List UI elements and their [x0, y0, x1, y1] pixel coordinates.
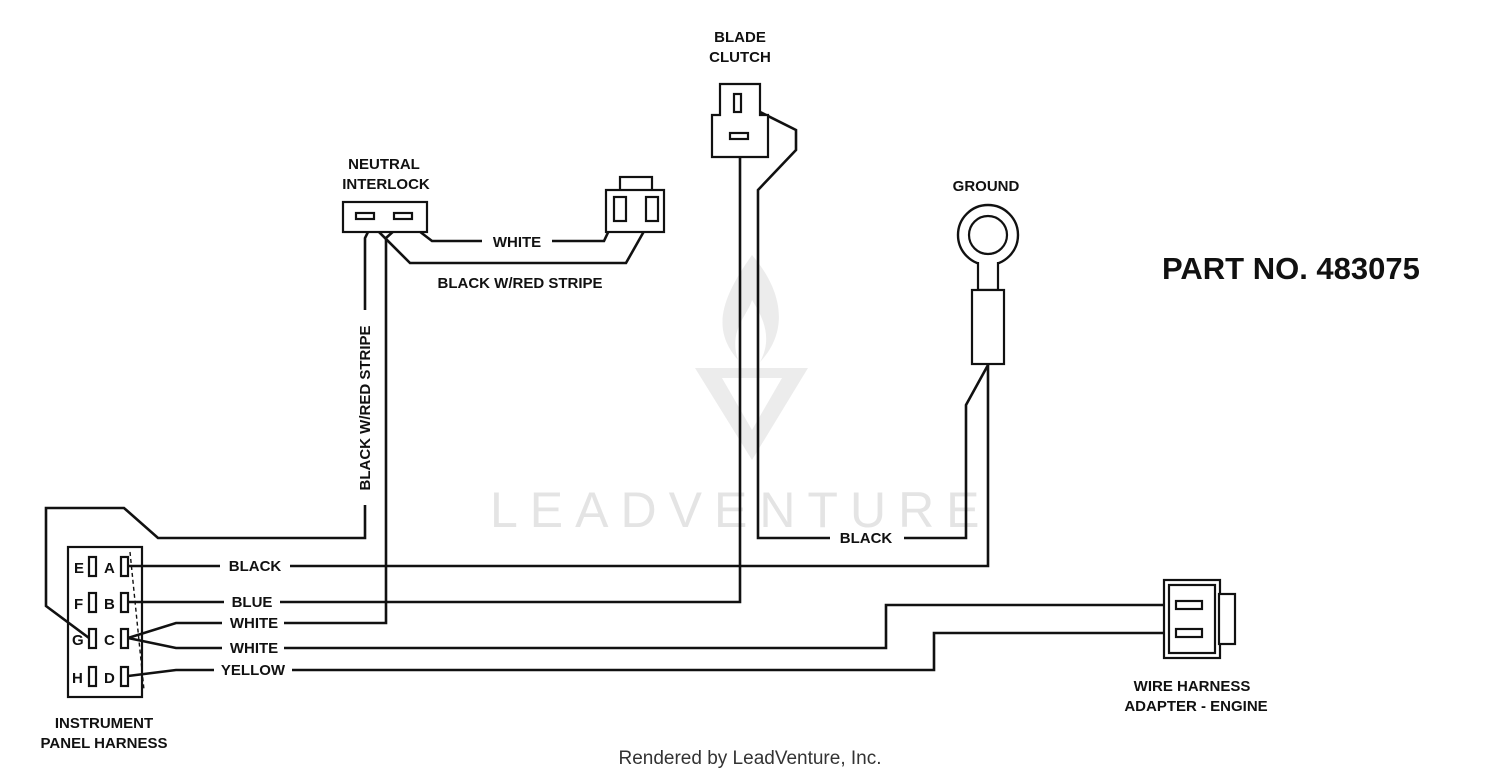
pin-label-e: E [74, 560, 84, 577]
connector-dashed-link [129, 551, 145, 691]
pin-slot-a [119, 555, 130, 578]
clutch-terminal-2 [728, 131, 750, 141]
wire-g-black-red [44, 505, 367, 640]
pin-slot-c [119, 627, 130, 650]
wire-label-interlock-black-red: BLACK W/RED STRIPE [438, 275, 603, 292]
wire-label-white-2: WHITE [230, 640, 278, 657]
wire-d-yellow-left [127, 668, 214, 678]
pin-slot-d [119, 665, 130, 688]
ground-sleeve [970, 288, 1006, 366]
pin-label-a: A [104, 560, 115, 577]
wire-a-black-right [290, 365, 990, 568]
pin-slot-b [119, 591, 130, 614]
wire-c-white-1-right [284, 219, 407, 625]
engine-adapter-connector [1162, 578, 1237, 660]
pin-label-f: F [74, 596, 83, 613]
engine-adapter-label-line2: ADAPTER - ENGINE [1124, 698, 1267, 715]
pin-label-g: G [72, 632, 84, 649]
wires [44, 100, 1176, 678]
adapter-terminal-1 [1174, 599, 1204, 611]
wire-label-white-1: WHITE [230, 615, 278, 632]
pin-label-d: D [104, 670, 115, 687]
connector-body [66, 545, 144, 699]
neutral-interlock-label-line1: NEUTRAL [348, 156, 420, 173]
pin-label-c: C [104, 632, 115, 649]
interlock-plug [604, 175, 666, 234]
wire-label-blue: BLUE [232, 594, 273, 611]
pin-slot-e [87, 555, 98, 578]
wire-clutch-black-right [904, 364, 990, 540]
clutch-body [710, 82, 770, 159]
wire-c-white-2-left [127, 636, 222, 650]
pin-slot-f [87, 591, 98, 614]
wire-clutch-black-left [739, 100, 830, 540]
instrument-panel-label-line1: INSTRUMENT [55, 715, 153, 732]
pin-slot-h [87, 665, 98, 688]
adapter-inner [1167, 583, 1217, 655]
ground-ring-inner [967, 214, 1009, 256]
plug-socket-1 [612, 195, 628, 223]
wire-c-white-2-right [284, 603, 1176, 650]
instrument-panel-label-line2: PANEL HARNESS [41, 735, 168, 752]
wire-label-black: BLACK [229, 558, 282, 575]
watermark-v-icon [695, 368, 808, 460]
part-number: PART NO. 483075 [1162, 251, 1420, 286]
instrument-panel-connector: E F G H A B C D [66, 545, 145, 699]
pin-label-b: B [104, 596, 115, 613]
footer-credit: Rendered by LeadVenture, Inc. [618, 748, 881, 769]
engine-adapter-label-line1: WIRE HARNESS [1134, 678, 1251, 695]
plug-tab [618, 175, 654, 193]
wire-vertical-black-red-upper [363, 223, 374, 310]
clutch-terminal-1 [732, 92, 743, 114]
watermark-text: LEADVENTURE [490, 482, 992, 538]
wire-d-yellow-right [292, 631, 1176, 672]
wire-interlock-black-red [367, 209, 658, 265]
adapter-side-tab [1217, 592, 1237, 646]
watermark-flame-icon [722, 255, 779, 362]
pin-slot-g [87, 627, 98, 650]
pin-label-h: H [72, 670, 83, 687]
wire-label-interlock-white: WHITE [493, 234, 541, 251]
neutral-interlock-switch [341, 200, 429, 234]
interlock-terminal-1 [354, 211, 376, 221]
watermark: LEADVENTURE [490, 255, 992, 538]
blade-clutch-label-line2: CLUTCH [709, 49, 771, 66]
blade-clutch-label-line1: BLADE [714, 29, 766, 46]
wire-label-clutch-black: BLACK [840, 530, 893, 547]
neutral-interlock-label-line2: INTERLOCK [342, 176, 430, 193]
plug-socket-2 [644, 195, 660, 223]
ground-neck [976, 262, 1000, 292]
blade-clutch-connector [710, 82, 770, 159]
ground-label: GROUND [953, 178, 1020, 195]
wire-b-blue-right [280, 140, 742, 604]
ground-terminal [956, 203, 1020, 366]
adapter-terminal-2 [1174, 627, 1204, 639]
wire-c-white-1-left [127, 621, 222, 640]
wire-label-vertical-black-red: BLACK W/RED STRIPE [357, 326, 374, 491]
wire-label-yellow: YELLOW [221, 662, 286, 679]
interlock-terminal-2 [392, 211, 414, 221]
